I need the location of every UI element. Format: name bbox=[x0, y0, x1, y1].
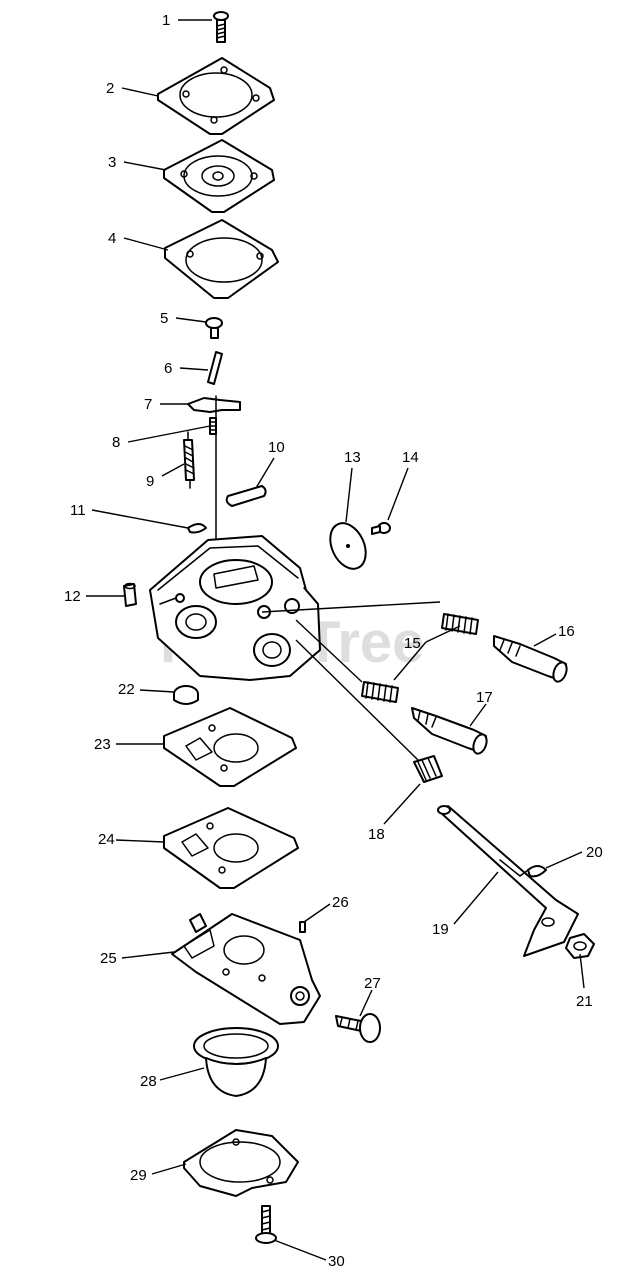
part-26-pin bbox=[299, 921, 306, 933]
assembly-guide-lines bbox=[261, 601, 441, 761]
callout-10: 10 bbox=[268, 439, 285, 456]
callout-30: 30 bbox=[328, 1253, 345, 1270]
part-4-gasket bbox=[164, 219, 279, 299]
callout-20: 20 bbox=[586, 844, 603, 861]
callout-15: 15 bbox=[404, 635, 421, 652]
callout-11: 11 bbox=[70, 502, 86, 519]
part-25-pump-body bbox=[171, 913, 321, 1025]
callout-25: 25 bbox=[100, 950, 117, 967]
part-15-springs bbox=[361, 613, 479, 703]
callout-16: 16 bbox=[558, 623, 575, 640]
callout-14: 14 bbox=[402, 449, 419, 466]
part-3-diaphragm bbox=[163, 139, 275, 213]
part-7-lever bbox=[187, 395, 241, 561]
callout-2: 2 bbox=[106, 80, 114, 97]
callout-7: 7 bbox=[144, 396, 152, 413]
callout-27: 27 bbox=[364, 975, 381, 992]
part-1-screw bbox=[213, 11, 229, 43]
callout-9: 9 bbox=[146, 473, 154, 490]
carburetor-body bbox=[149, 535, 321, 681]
part-11-clip bbox=[187, 523, 207, 534]
callout-24: 24 bbox=[98, 831, 115, 848]
part-13-throttle-plate bbox=[329, 522, 367, 570]
part-23-diaphragm bbox=[163, 707, 297, 787]
part-9-spring bbox=[183, 431, 195, 489]
callout-3: 3 bbox=[108, 154, 116, 171]
callout-1: 1 bbox=[162, 12, 170, 29]
callout-6: 6 bbox=[164, 360, 172, 377]
part-28-primer-bulb bbox=[193, 1027, 279, 1097]
callout-21: 21 bbox=[576, 993, 593, 1010]
part-30-screw bbox=[255, 1205, 277, 1244]
part-19-throttle-shaft bbox=[437, 805, 579, 957]
callout-5: 5 bbox=[160, 310, 168, 327]
part-5-screw bbox=[205, 317, 223, 339]
callout-4: 4 bbox=[108, 230, 116, 247]
callout-23: 23 bbox=[94, 736, 111, 753]
part-22-plug bbox=[173, 685, 199, 705]
callout-29: 29 bbox=[130, 1167, 147, 1184]
callout-8: 8 bbox=[112, 434, 120, 451]
part-21-screw bbox=[565, 933, 595, 959]
callout-numbers: 1 2 3 4 5 6 7 8 9 10 11 12 13 14 15 16 1… bbox=[64, 12, 603, 1270]
callout-26: 26 bbox=[332, 894, 349, 911]
part-29-gasket bbox=[183, 1129, 299, 1197]
part-12-plug bbox=[123, 582, 137, 607]
part-8-needle bbox=[209, 417, 217, 435]
callout-22: 22 bbox=[118, 681, 135, 698]
part-2-cover-plate bbox=[157, 57, 275, 135]
part-24-gasket bbox=[163, 807, 299, 889]
part-16-needle-screw bbox=[493, 635, 568, 683]
callout-19: 19 bbox=[432, 921, 449, 938]
part-20-clip bbox=[527, 865, 547, 878]
callout-28: 28 bbox=[140, 1073, 157, 1090]
callout-13: 13 bbox=[344, 449, 361, 466]
callout-12: 12 bbox=[64, 588, 81, 605]
part-18-spring bbox=[413, 755, 443, 783]
part-14-screw bbox=[371, 522, 391, 535]
part-27-screw bbox=[335, 1013, 381, 1043]
part-10-pin bbox=[225, 485, 267, 507]
callout-18: 18 bbox=[368, 826, 385, 843]
callout-17: 17 bbox=[476, 689, 493, 706]
part-17-needle-screw bbox=[411, 707, 488, 755]
part-6-pin bbox=[207, 351, 223, 385]
leader-lines bbox=[86, 19, 585, 1261]
